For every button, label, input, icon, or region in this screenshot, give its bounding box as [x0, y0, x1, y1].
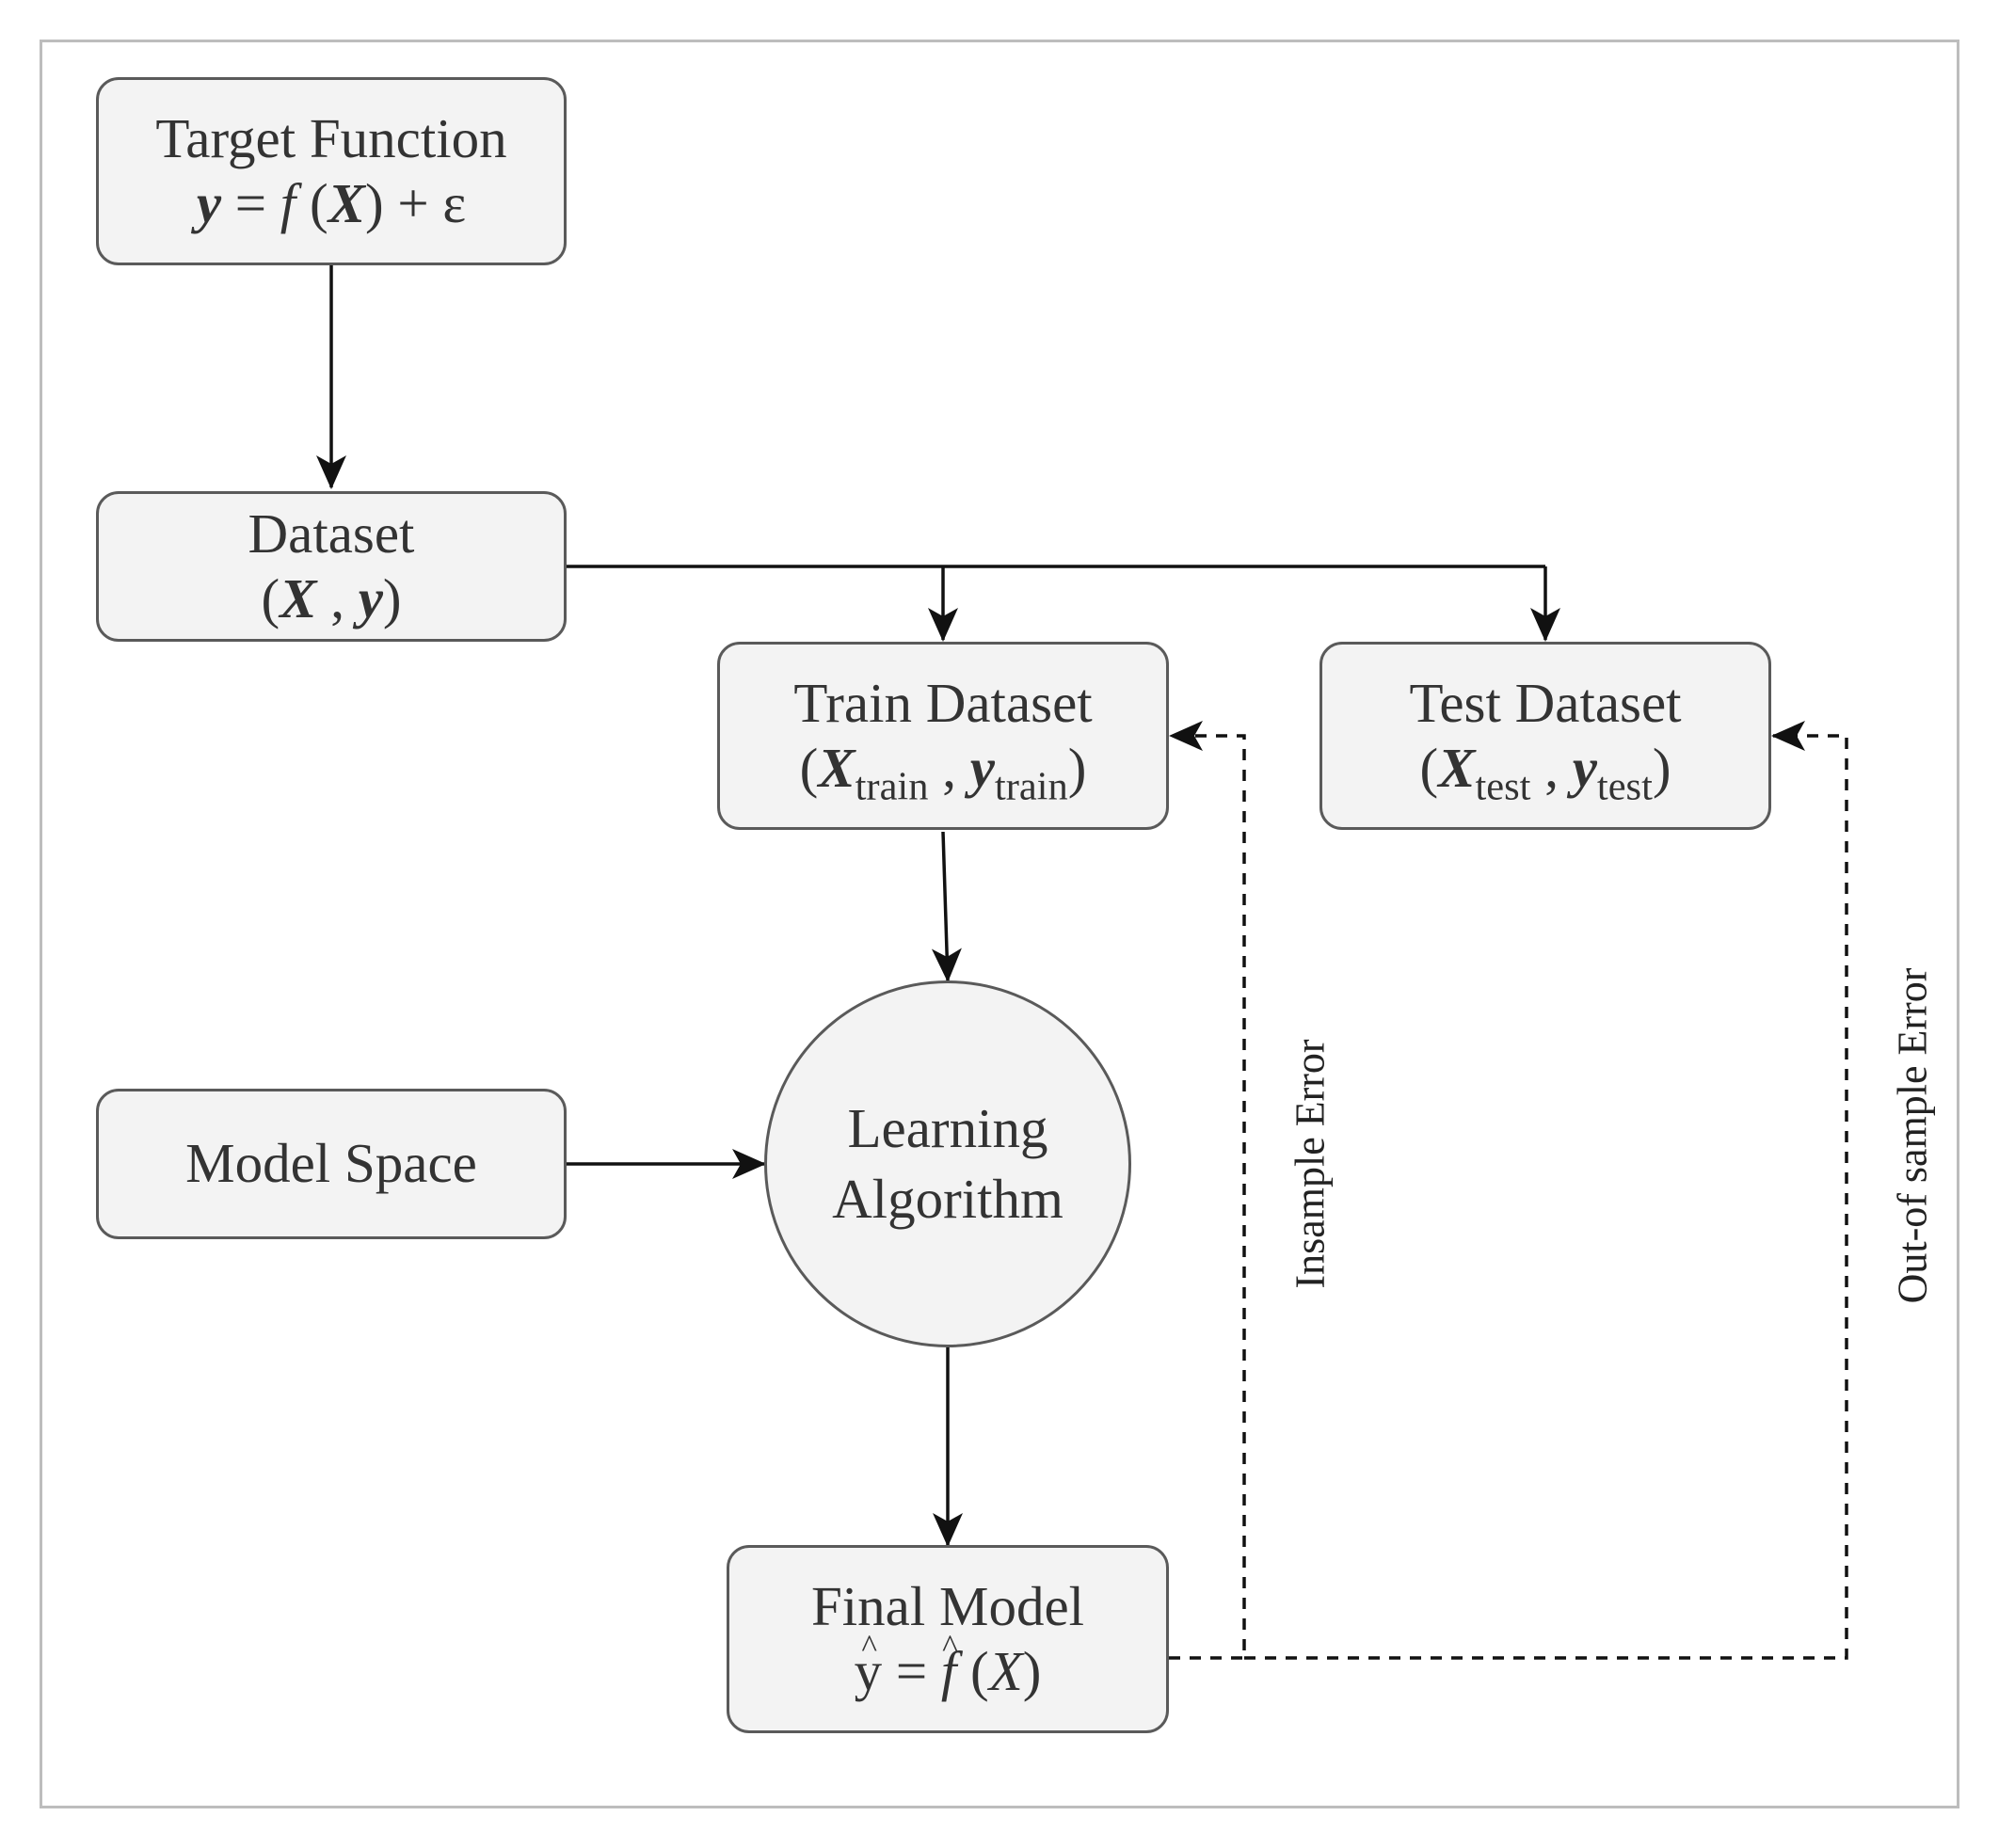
- target-formula-x: X: [328, 172, 365, 234]
- final-formula-fhat: f: [941, 1639, 956, 1704]
- train-dataset-node: Train Dataset (Xtrain , ytrain): [717, 642, 1169, 830]
- final-model-formula: y = f (X): [855, 1639, 1042, 1704]
- learning-algorithm-line1: Learning: [847, 1097, 1048, 1160]
- edge-train-to-learning: [931, 831, 962, 982]
- train-formula-y: y: [969, 737, 995, 799]
- final-formula-eq: =: [882, 1640, 941, 1702]
- target-function-title: Target Function: [155, 106, 507, 169]
- dataset-formula-lp: (: [261, 567, 280, 629]
- target-function-node: Target Function y = f (X) + ε: [96, 77, 567, 265]
- outsample-error-label: Out-of sample Error: [1889, 967, 1936, 1304]
- test-formula-x-sub: test: [1475, 764, 1531, 809]
- dataset-formula-comma: ,: [316, 567, 359, 629]
- train-formula-lp: (: [799, 737, 819, 799]
- train-formula-rp: ): [1067, 737, 1087, 799]
- test-formula-lp: (: [1419, 737, 1439, 799]
- target-formula-rp: ) + ε: [364, 172, 467, 234]
- dataset-formula-y: y: [358, 567, 383, 629]
- edge-insample-error: [1169, 721, 1246, 1660]
- test-dataset-node: Test Dataset (Xtest , ytest): [1319, 642, 1771, 830]
- figure-frame: [40, 40, 1959, 1808]
- dataset-formula: (X , y): [261, 566, 401, 631]
- train-formula-x: X: [818, 737, 856, 799]
- target-formula-eq: =: [221, 172, 280, 234]
- test-dataset-title: Test Dataset: [1409, 671, 1682, 734]
- final-formula-yhat: y: [855, 1639, 883, 1704]
- train-formula-y-sub: train: [994, 764, 1068, 809]
- final-formula-x: X: [988, 1640, 1023, 1702]
- insample-error-label: Insample Error: [1287, 1039, 1334, 1289]
- dataset-formula-x: X: [280, 567, 317, 629]
- model-space-node: Model Space: [96, 1089, 567, 1239]
- dataset-node: Dataset (X , y): [96, 491, 567, 642]
- target-formula-f: f: [280, 172, 296, 234]
- train-formula-x-sub: train: [855, 764, 929, 809]
- target-function-formula: y = f (X) + ε: [197, 171, 466, 236]
- final-formula-lp: (: [956, 1640, 989, 1702]
- target-formula-y: y: [196, 172, 222, 234]
- train-dataset-formula: (Xtrain , ytrain): [799, 736, 1087, 806]
- train-formula-comma: ,: [928, 737, 970, 799]
- test-dataset-formula: (Xtest , ytest): [1419, 736, 1671, 806]
- model-space-title: Model Space: [185, 1132, 477, 1195]
- learning-algorithm-line2: Algorithm: [832, 1168, 1063, 1230]
- dataset-formula-rp: ): [382, 567, 402, 629]
- train-dataset-title: Train Dataset: [793, 671, 1093, 734]
- test-formula-x: X: [1438, 737, 1476, 799]
- test-formula-y: y: [1572, 737, 1597, 799]
- learning-algorithm-node: Learning Algorithm: [764, 980, 1131, 1347]
- final-formula-rp: ): [1022, 1640, 1042, 1702]
- test-formula-y-sub: test: [1596, 764, 1653, 809]
- target-formula-lp: (: [296, 172, 328, 234]
- final-model-node: Final Model y = f (X): [727, 1545, 1169, 1733]
- test-formula-rp: ): [1652, 737, 1671, 799]
- dataset-title: Dataset: [248, 502, 415, 565]
- test-formula-comma: ,: [1530, 737, 1573, 799]
- edge-outsample-error: [1244, 721, 1848, 1660]
